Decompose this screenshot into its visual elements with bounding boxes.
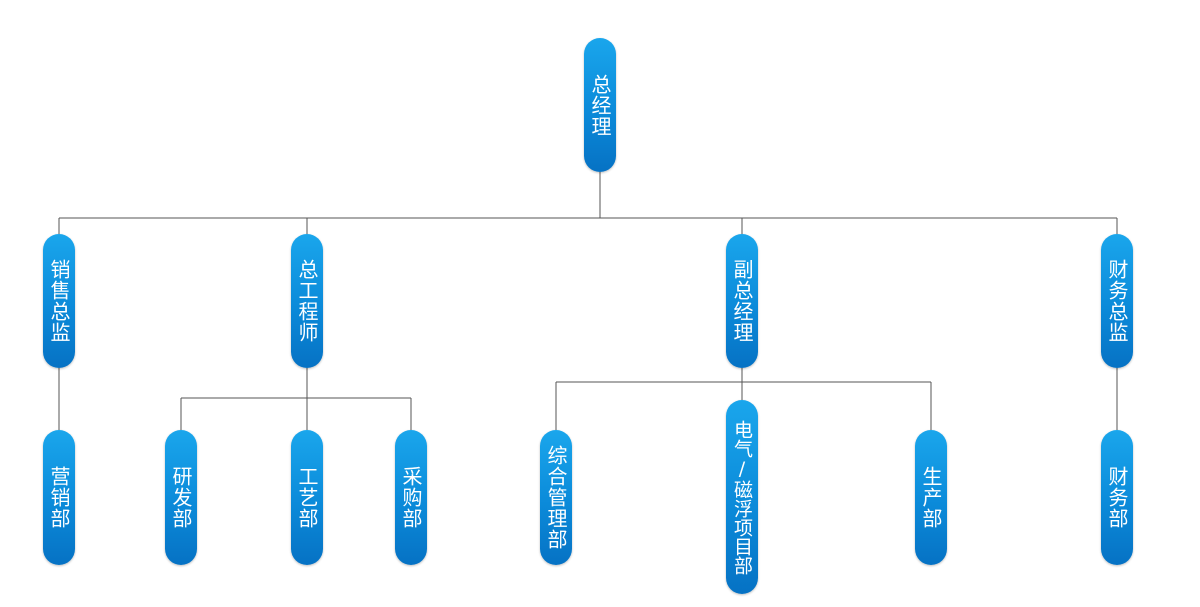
node-chief-engineer: 总工程师 bbox=[291, 234, 323, 368]
node-sales-director: 销售总监 bbox=[43, 234, 75, 368]
node-label: 综合管理部 bbox=[544, 445, 568, 550]
node-finance-dept: 财务部 bbox=[1101, 430, 1133, 565]
node-label: 研发部 bbox=[169, 466, 193, 529]
node-admin-dept: 综合管理部 bbox=[540, 430, 572, 565]
node-label: 财务总监 bbox=[1105, 259, 1129, 343]
node-label: 工艺部 bbox=[295, 466, 319, 529]
node-label: 副总经理 bbox=[730, 259, 754, 343]
node-label: 生产部 bbox=[919, 466, 943, 529]
node-maglev-project-dept: 电气/磁浮项目部 bbox=[726, 400, 758, 594]
node-process-dept: 工艺部 bbox=[291, 430, 323, 565]
node-deputy-general-manager: 副总经理 bbox=[726, 234, 758, 368]
node-rnd-dept: 研发部 bbox=[165, 430, 197, 565]
node-label: 总经理 bbox=[588, 73, 612, 137]
node-finance-director: 财务总监 bbox=[1101, 234, 1133, 368]
node-label: 电气/磁浮项目部 bbox=[731, 419, 753, 575]
node-general-manager: 总经理 bbox=[584, 38, 616, 172]
node-label: 总工程师 bbox=[295, 259, 319, 343]
node-production-dept: 生产部 bbox=[915, 430, 947, 565]
node-purchasing-dept: 采购部 bbox=[395, 430, 427, 565]
node-marketing-dept: 营销部 bbox=[43, 430, 75, 565]
node-label: 销售总监 bbox=[47, 259, 71, 343]
node-label: 营销部 bbox=[47, 466, 71, 529]
node-label: 采购部 bbox=[399, 466, 423, 529]
node-label: 财务部 bbox=[1105, 466, 1129, 529]
